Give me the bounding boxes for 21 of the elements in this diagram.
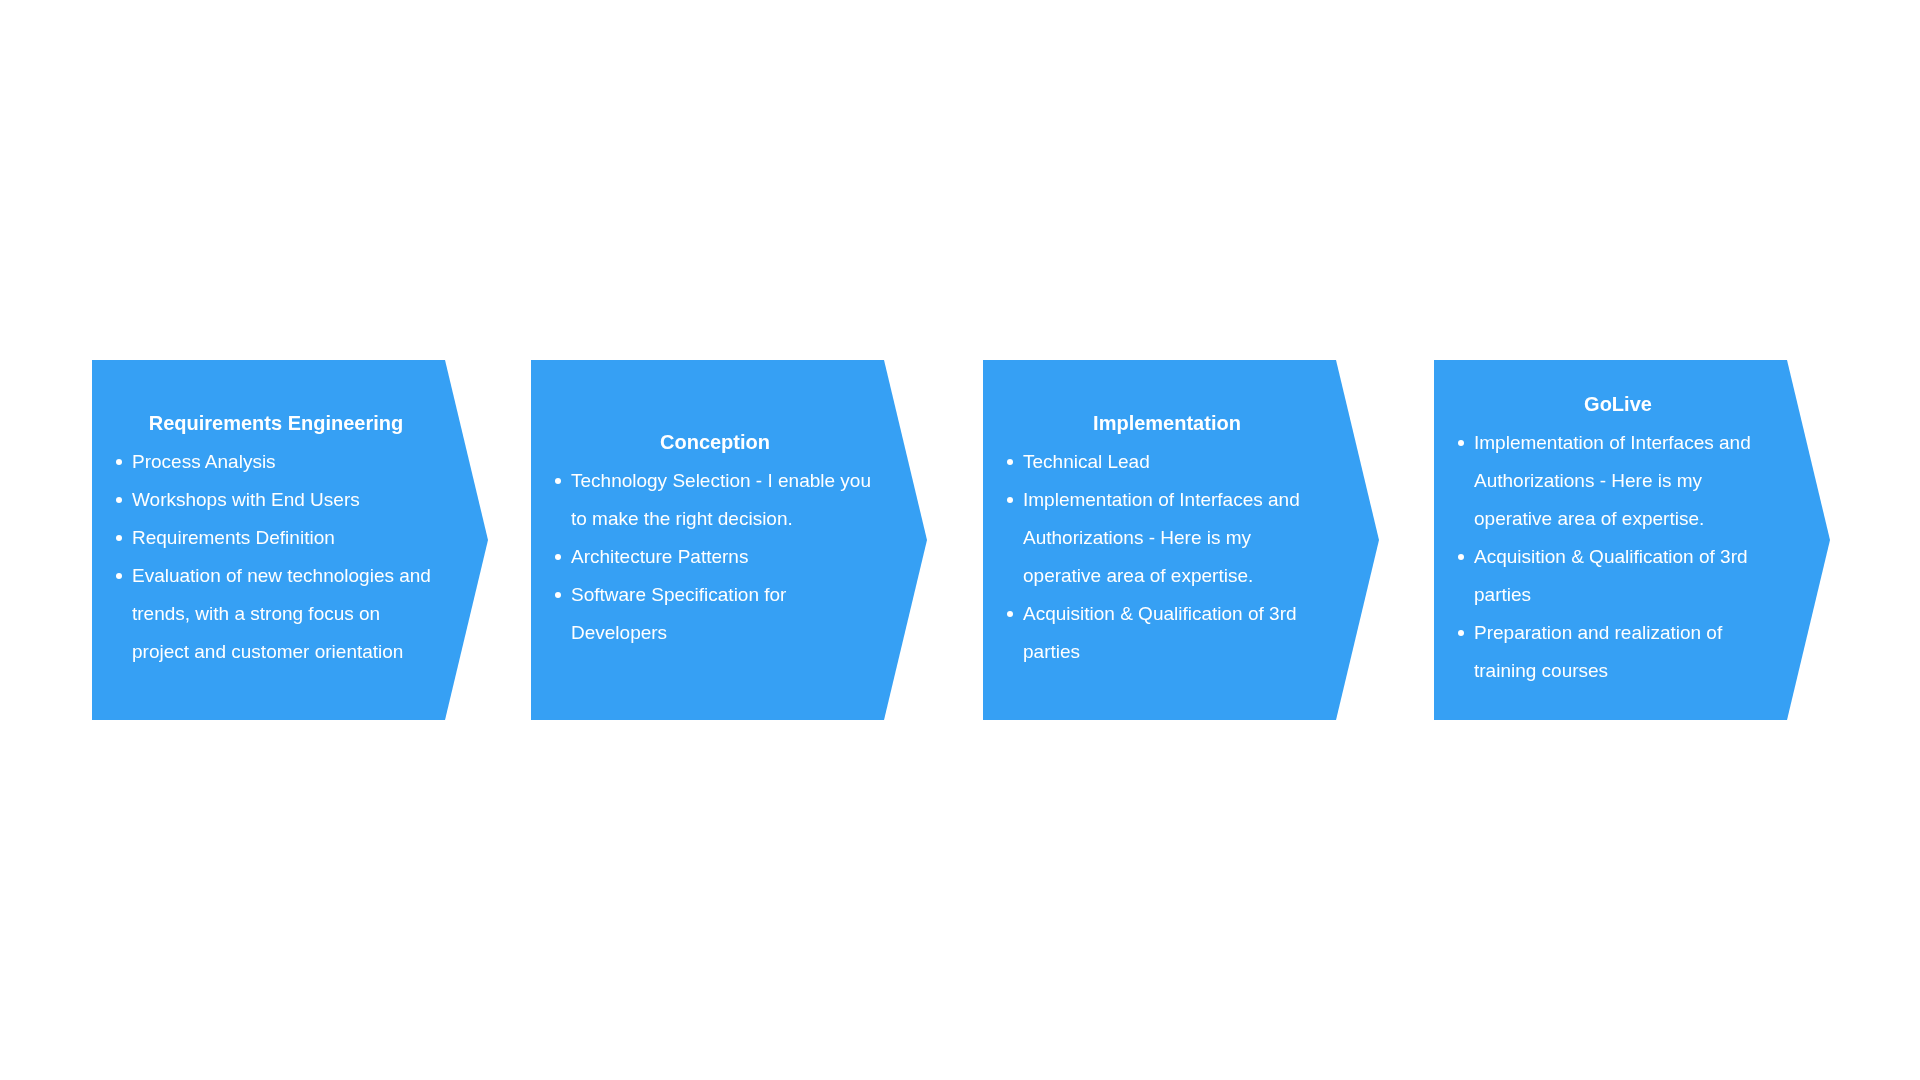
bullet-item: Evaluation of new technologies and trends, with a strong focus on project and customer orientation xyxy=(132,564,432,664)
stage-heading: Conception xyxy=(659,430,771,455)
bullet-item: Acquisition & Qualification of 3rd parties xyxy=(1023,602,1298,664)
bullet-item: Workshops with End Users xyxy=(132,488,361,512)
chevron-step xyxy=(983,360,1379,720)
chevron-step xyxy=(1434,360,1830,720)
stage-heading: Implementation xyxy=(1092,411,1242,436)
bullet-item: Process Analysis xyxy=(132,450,277,474)
stage-heading: Requirements Engineering xyxy=(147,411,405,436)
bullet-item: Technology Selection - I enable you to make the right decision. xyxy=(571,469,872,531)
bullet-item: Acquisition & Qualification of 3rd parties xyxy=(1474,545,1749,607)
chevron-step xyxy=(92,360,488,720)
bullet-item: Requirements Definition xyxy=(132,526,336,550)
bullet-item: Architecture Patterns xyxy=(571,545,750,569)
bullet-item: Technical Lead xyxy=(1023,450,1151,474)
bullet-item: Implementation of Interfaces and Authorizations - Here is my operative area of expertise. xyxy=(1474,431,1752,531)
chevron-step xyxy=(531,360,927,720)
bullet-item: Software Specification for Developers xyxy=(571,583,788,645)
stage-heading: GoLive xyxy=(1583,392,1653,417)
bullet-item: Preparation and realization of training courses xyxy=(1474,621,1724,683)
bullet-item: Implementation of Interfaces and Authorizations - Here is my operative area of expertise. xyxy=(1023,488,1301,588)
